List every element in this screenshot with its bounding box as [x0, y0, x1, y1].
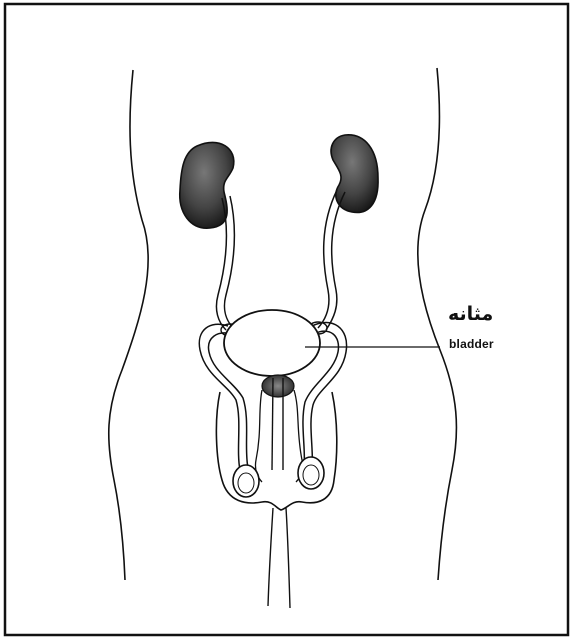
- bladder: [224, 310, 320, 376]
- bladder-label-persian: مثانه: [448, 303, 493, 325]
- bladder-label-english: bladder: [449, 337, 494, 351]
- scrotum: [216, 392, 336, 510]
- right-testis: [298, 457, 324, 489]
- penis-right-line: [286, 508, 290, 608]
- left-testis: [233, 465, 259, 497]
- right-ureter: [318, 190, 337, 328]
- body-outline-left: [109, 70, 148, 580]
- penis-left-line: [268, 508, 273, 606]
- prostate: [262, 375, 294, 397]
- urethra-left-wall: [272, 378, 273, 470]
- right-kidney: [331, 135, 378, 213]
- left-inner-duct: [255, 390, 262, 482]
